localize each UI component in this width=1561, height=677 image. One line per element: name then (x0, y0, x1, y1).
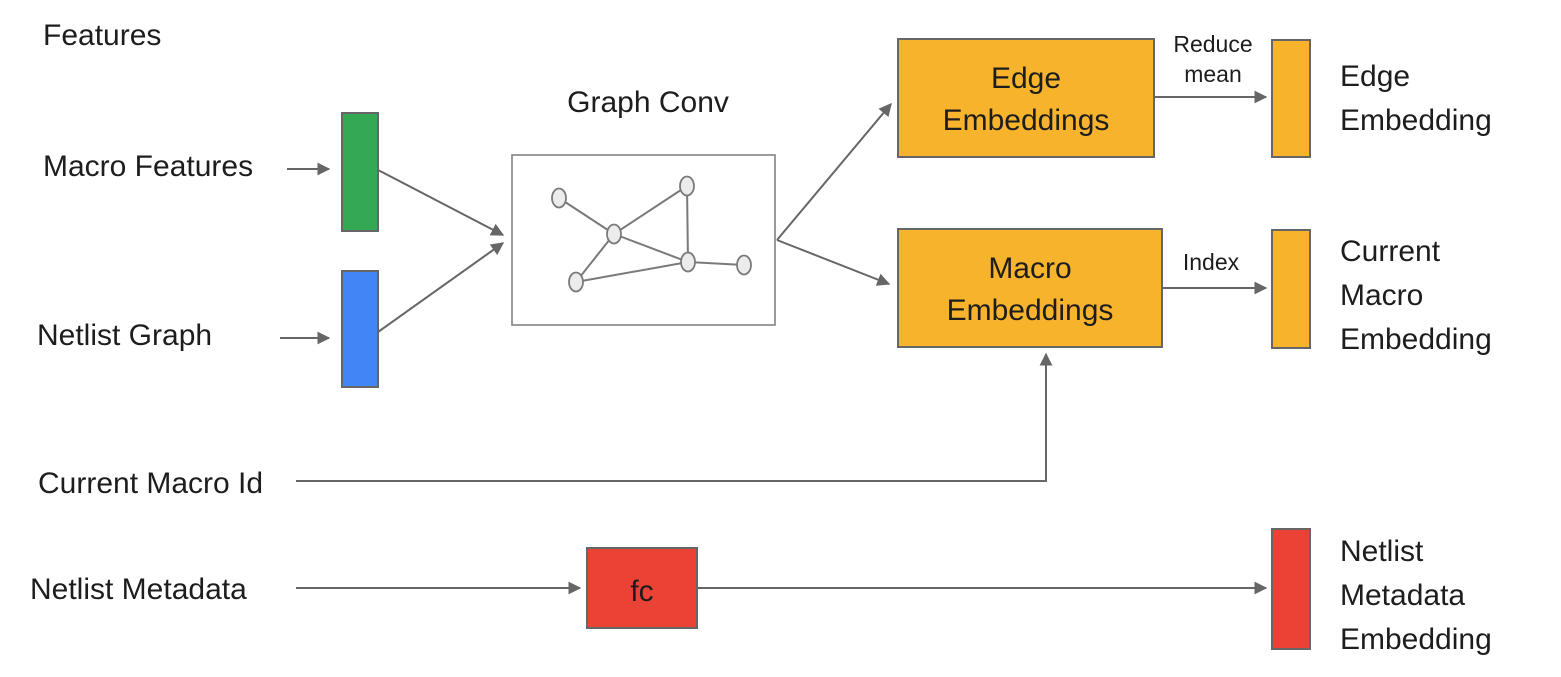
edge-embedding-bar (1271, 39, 1311, 158)
netlist-graph-illustration (551, 175, 752, 293)
graph-node (679, 175, 695, 197)
arrow-macro-features-to-conv (377, 169, 505, 236)
graph-conv-box (511, 154, 776, 326)
arrow-netlist-graph-to-conv (377, 242, 505, 333)
macro-embeddings-label-line2: Embeddings (947, 294, 1114, 327)
graph-edge (558, 197, 615, 235)
edge-embeddings-label-line2: Embeddings (943, 104, 1110, 137)
edge-embedding-label-line1: Edge (1340, 60, 1410, 93)
netlist-metadata-embedding-bar (1271, 528, 1311, 650)
current-macro-id-label: Current Macro Id (38, 467, 263, 500)
graph-edge (613, 233, 689, 263)
netlist-metadata-embedding-label-line2: Metadata (1340, 579, 1465, 612)
graph-node (736, 254, 752, 276)
macro-embeddings-label-line1: Macro (988, 252, 1071, 285)
macro-features-label: Macro Features (43, 150, 253, 183)
current-macro-embedding-label-line1: Current (1340, 235, 1441, 268)
graph-node (606, 223, 622, 245)
graph-edge (575, 261, 689, 283)
arrow-conv-to-macro-embeddings (776, 239, 891, 286)
graph-node (568, 271, 584, 293)
macro-features-bar (341, 112, 379, 232)
index-label: Index (1183, 249, 1240, 275)
edge-embeddings-label-line1: Edge (991, 62, 1061, 95)
features-heading: Features (43, 19, 161, 52)
netlist-graph-label: Netlist Graph (37, 319, 212, 352)
netlist-metadata-embedding-label-line3: Embedding (1340, 623, 1492, 656)
netlist-metadata-label: Netlist Metadata (30, 573, 247, 606)
graph-edge (686, 185, 689, 263)
netlist-metadata-embedding-label-line1: Netlist (1340, 535, 1424, 568)
netlist-graph-bar (341, 270, 379, 388)
arrow-current-macro-id-to-macro-embeddings (296, 352, 1053, 482)
reduce-mean-label-line2: mean (1184, 61, 1242, 87)
graph-edge (687, 261, 745, 266)
current-macro-embedding-label-line2: Macro (1340, 279, 1423, 312)
reduce-mean-label-line1: Reduce (1173, 31, 1252, 57)
edge-embedding-label-line2: Embedding (1340, 104, 1492, 137)
current-macro-embedding-label-line3: Embedding (1340, 323, 1492, 356)
graph-edge (575, 233, 615, 283)
fc-label: fc (630, 575, 653, 608)
current-macro-embedding-bar (1271, 229, 1311, 349)
arrow-conv-to-edge-embeddings (776, 103, 892, 241)
edge-embeddings-box (897, 38, 1155, 158)
graph-conv-label: Graph Conv (567, 86, 729, 119)
macro-embeddings-box (897, 228, 1163, 348)
graph-node (680, 251, 696, 273)
graph-edge (613, 185, 688, 235)
graph-node (551, 187, 567, 209)
